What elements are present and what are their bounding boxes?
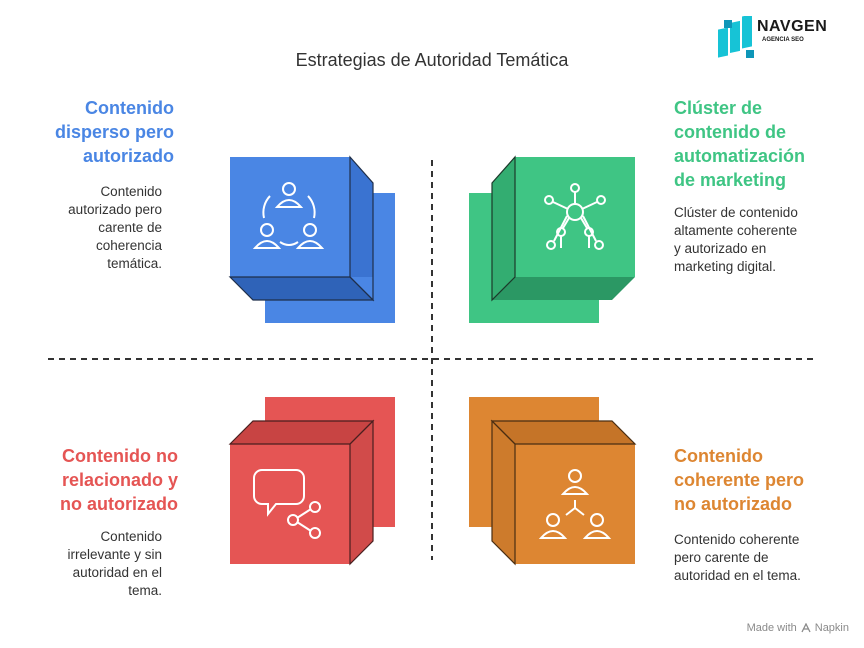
top-left-heading: Contenido disperso pero autorizado [54,98,174,166]
napkin-credit[interactable]: Made with Napkin [747,622,849,634]
logo-name: NAVGEN [757,18,828,35]
navgen-logo [718,16,754,58]
hierarchy-people-icon [538,469,612,539]
top-right-heading: Clúster de contenido de automatización d… [674,98,806,190]
bottom-left-description: Contenido irrelevante y sin autoridad en… [67,529,162,598]
top-left-description: Contenido autorizado pero carente de coh… [68,184,162,271]
team-circle-icon [252,182,325,249]
made-with-label: Made with [746,622,797,634]
napkin-icon [801,623,811,633]
bottom-right-description: Contenido coherente pero carente de auto… [674,532,801,583]
molecule-network-icon [544,183,606,250]
chat-share-icon [253,469,321,539]
cube-top-left [228,155,395,323]
top-right-description: Clúster de contenido altamente coherente… [674,205,798,274]
cube-top-right [469,155,635,323]
bottom-right-heading: Contenido coherente pero no autorizado [674,446,805,514]
logo-tagline: AGENCIA SEO [762,37,804,43]
page-title: Estrategias de Autoridad Temática [295,50,569,70]
bottom-left-heading: Contenido no relacionado y no autorizado [60,446,178,514]
cube-bottom-right [469,397,637,566]
napkin-brand: Napkin [814,622,849,634]
